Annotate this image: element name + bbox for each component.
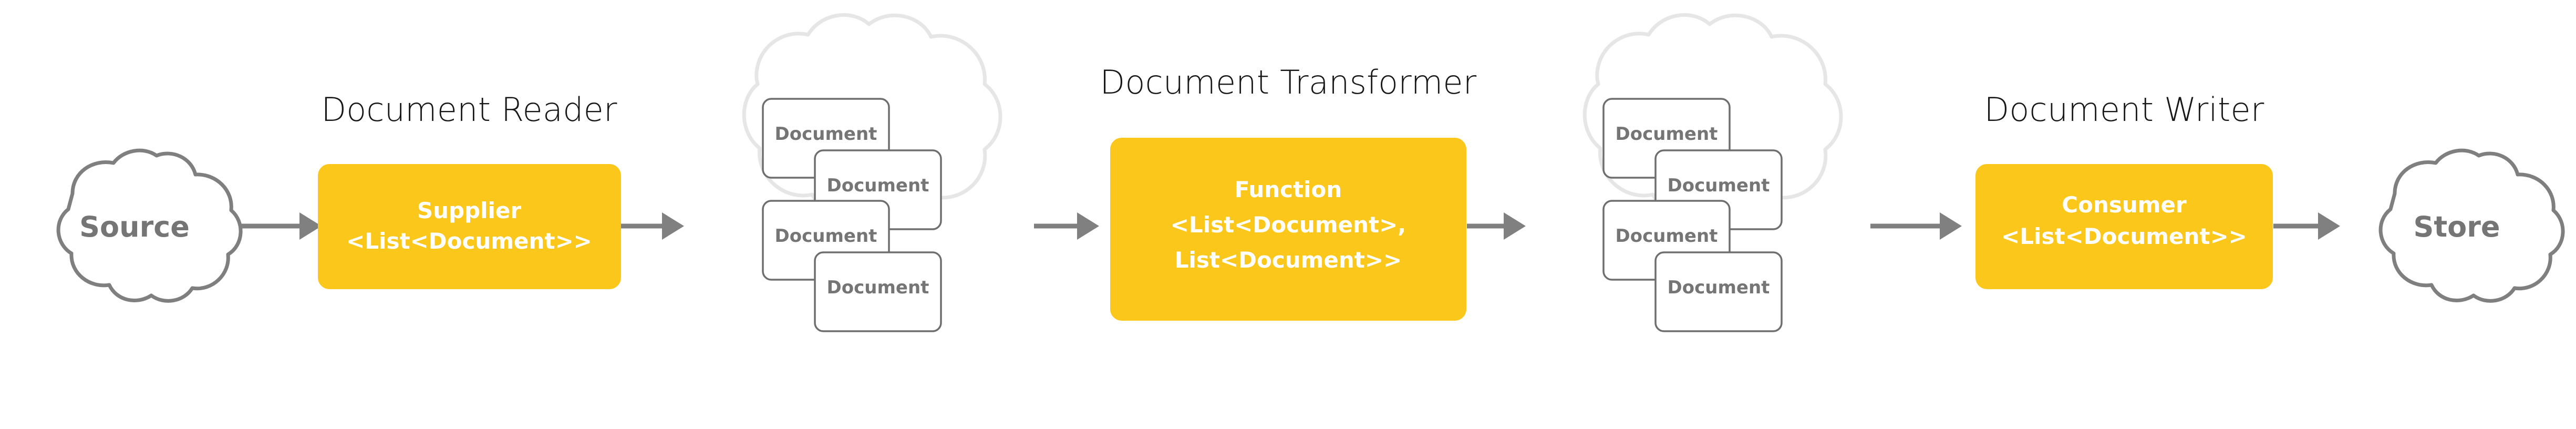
source-cloud-node[interactable]: Source (58, 150, 241, 301)
store-cloud-label: Store (2413, 210, 2500, 243)
document-card-rect[interactable] (814, 251, 942, 332)
connector-documents-1-to-function (1034, 212, 1099, 240)
function-box[interactable]: Function <List<Document>, List<Document>… (1110, 138, 1466, 321)
document-card-label: Document (827, 175, 929, 196)
supplier-box[interactable]: Supplier <List<Document>> (318, 164, 621, 289)
document-card-label: Document (775, 124, 877, 145)
connector-documents-2-to-consumer (1870, 212, 1962, 240)
function-box-line2: <List<Document>, (1171, 212, 1406, 238)
document-card-label: Document (827, 277, 929, 298)
document-card-label: Document (775, 226, 877, 247)
document-card-label: Document (1668, 175, 1770, 196)
document-card-label: Document (1668, 277, 1770, 298)
document-writer-title: Document Writer (1984, 90, 2264, 129)
document-card[interactable]: Document (1654, 251, 1783, 332)
consumer-box-line2: <List<Document>> (2001, 223, 2247, 249)
supplier-box-rect[interactable] (318, 164, 621, 289)
connector-consumer-to-store (2273, 212, 2340, 240)
store-cloud-node[interactable]: Store (2381, 150, 2563, 301)
function-box-line3: List<Document>> (1175, 247, 1402, 273)
supplier-box-line2: <List<Document>> (346, 228, 592, 254)
connector-source-to-supplier (237, 212, 322, 240)
document-card-label: Document (1616, 124, 1718, 145)
document-transformer-group: Document Transformer (1100, 63, 1477, 101)
document-card-rect[interactable] (1654, 251, 1783, 332)
document-reader-title: Document Reader (321, 90, 617, 129)
consumer-box-rect[interactable] (1975, 164, 2273, 289)
document-card[interactable]: Document (814, 251, 942, 332)
consumer-box[interactable]: Consumer <List<Document>> (1975, 164, 2273, 289)
document-transformer-title: Document Transformer (1100, 63, 1477, 101)
connector-supplier-to-documents-1 (621, 212, 684, 240)
document-card-label: Document (1616, 226, 1718, 247)
consumer-box-line1: Consumer (2062, 192, 2187, 218)
function-box-rect[interactable] (1110, 138, 1466, 321)
connector-function-to-documents-2 (1467, 212, 1526, 240)
document-writer-group: Document Writer (1984, 90, 2264, 129)
function-box-line1: Function (1235, 177, 1342, 202)
documents-after-reader-cloud: Document Document Document Document (744, 15, 1000, 332)
supplier-box-line1: Supplier (417, 198, 522, 223)
connector-arrows (237, 212, 2340, 240)
document-reader-group: Document Reader (321, 90, 617, 129)
source-cloud-label: Source (79, 210, 190, 243)
documents-after-transformer-cloud: Document Document Document Document (1585, 15, 1841, 332)
